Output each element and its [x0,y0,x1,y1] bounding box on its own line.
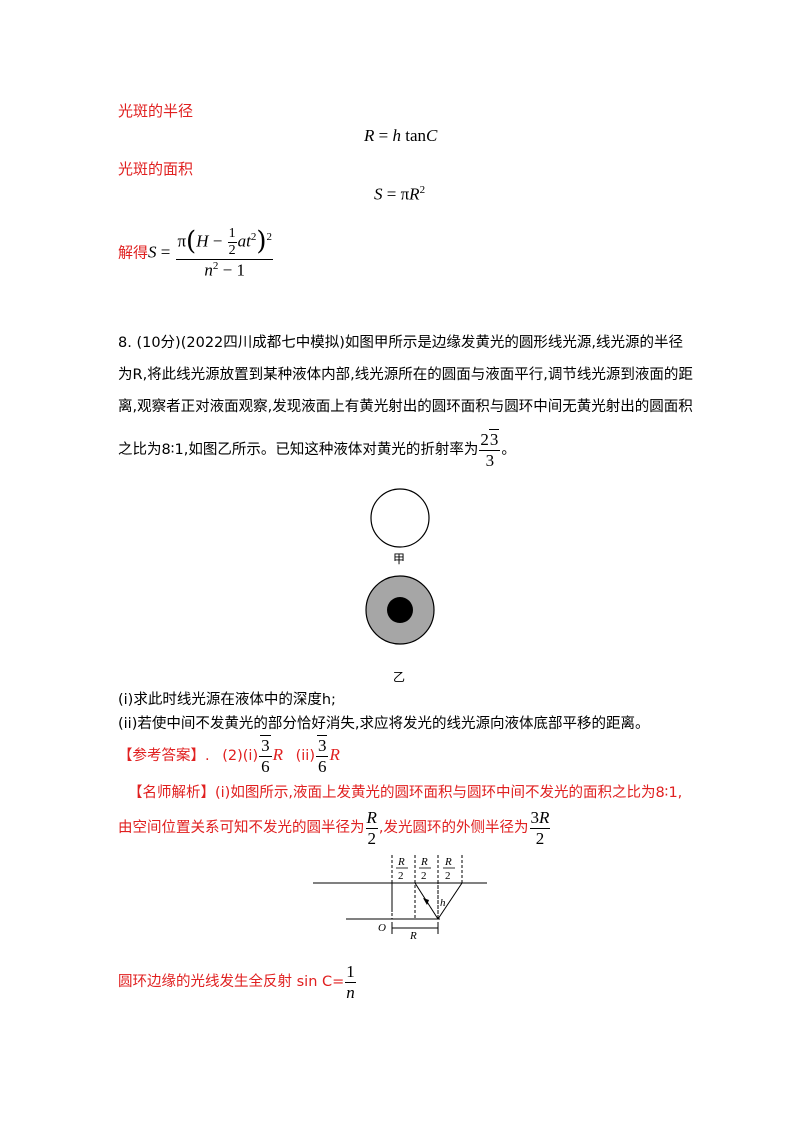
svg-text:2: 2 [445,870,451,882]
radius-formula: R = h tanC [364,126,438,145]
label-h: h [440,897,446,909]
analysis-line-1: 【名师解析】(i)如图所示,液面上发黄光的圆环面积与圆环中间不发光的面积之比为8… [128,785,683,801]
ray-arrow [423,898,429,905]
area-label: 光斑的面积 [118,160,194,178]
svg-text:R: R [420,856,428,868]
problem-line-3: 离,观察者正对液面观察,发现液面上有黄光射出的圆环面积与圆环中间无黄光射出的圆面… [118,399,693,415]
svg-text:2: 2 [421,870,427,882]
ray-right [437,882,463,920]
label-yi: 乙 [393,670,406,684]
svg-text:R: R [444,856,452,868]
label-o: O [378,922,386,934]
ring-light-source [370,488,430,548]
label-r: R [409,930,417,940]
problem-line-1: 8. (10分)(2022四川成都七中模拟)如图甲所示是边缘发黄光的圆形线光源,… [118,335,684,351]
radius-label: 光斑的半径 [118,102,194,120]
question-ii: (ii)若使中间不发黄光的部分恰好消失,求应将发光的线光源向液体底部平移的距离。 [118,716,650,732]
area-formula: S = πR2 [374,184,426,204]
problem-line-2: 为R,将此线光源放置到某种液体内部,线光源所在的圆面与液面平行,调节线光源到液面… [118,367,693,383]
svg-text:R: R [397,856,405,868]
dark-center [387,597,413,623]
question-i: (i)求此时线光源在液体中的深度h; [118,692,336,708]
figure-jia-yi [365,488,435,645]
label-jia: 甲 [393,552,406,566]
geometry-diagram: R 2 R 2 R 2 h O R [313,855,487,940]
svg-text:2: 2 [398,870,404,882]
